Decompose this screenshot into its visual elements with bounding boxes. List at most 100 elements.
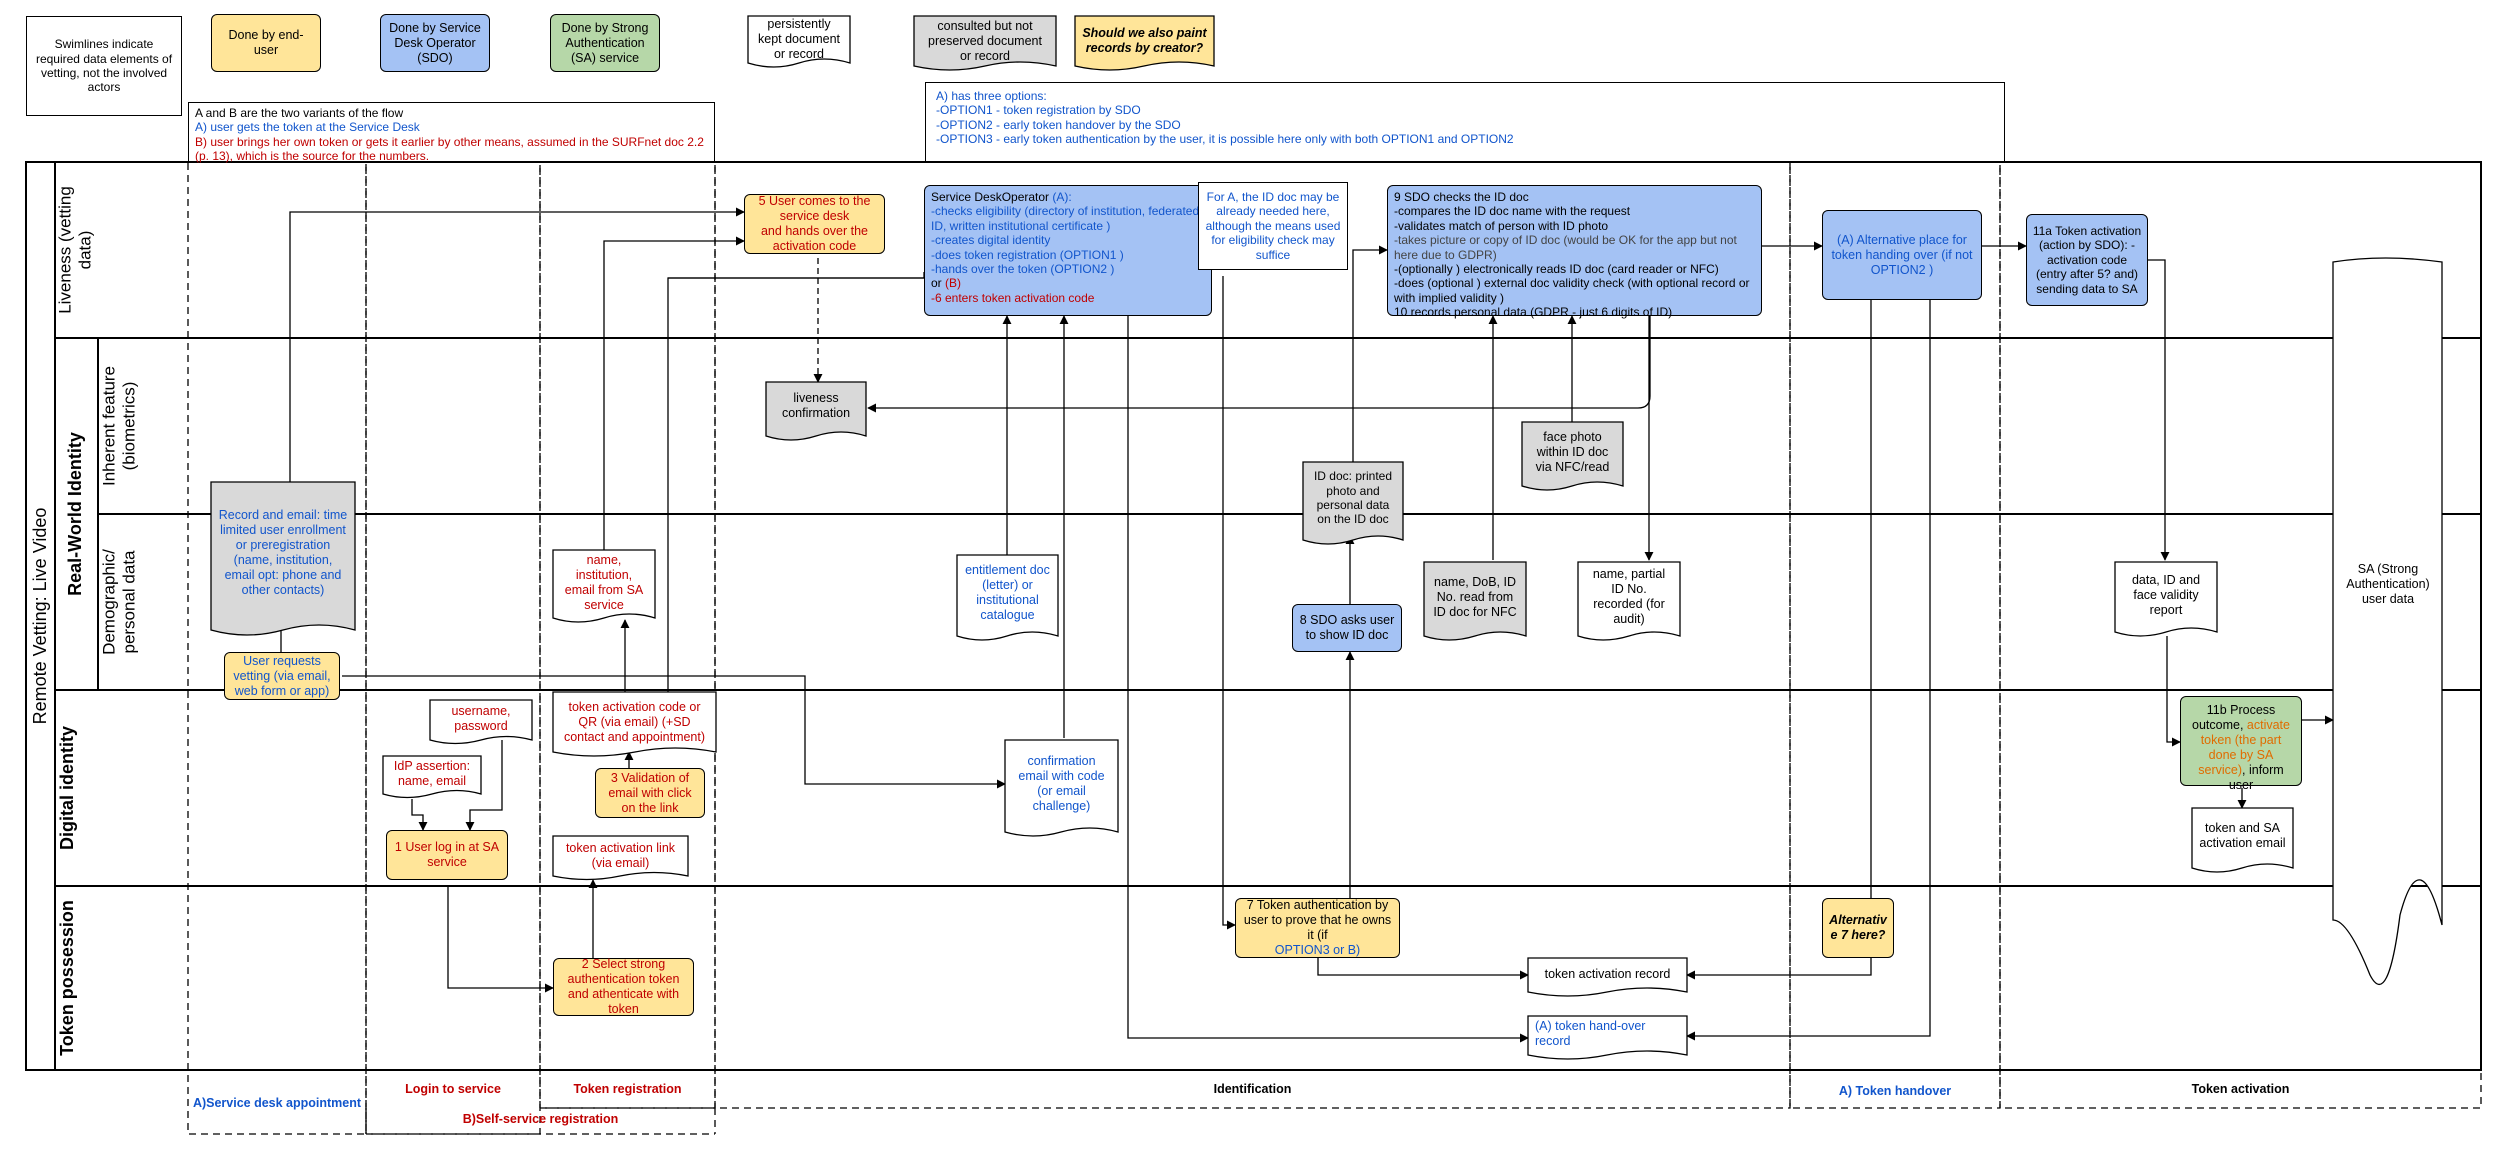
user-requests-vetting: User requests vetting (via email, web fo…	[224, 652, 340, 700]
idp-shape	[382, 755, 482, 799]
step11b-part-a: 11b Process outcome,	[2192, 703, 2276, 732]
for-a-note: For A, the ID doc may be already needed …	[1198, 182, 1348, 270]
face-photo: face photo within ID doc via NFC/read	[1535, 429, 1610, 474]
sdo-line-4: -hands over the token (OPTION2 )	[931, 261, 1115, 276]
phase-token-activation: Token activation	[2191, 1082, 2290, 1096]
sdo-step9-checks: 9 SDO checks the ID doc -compares the ID…	[1387, 185, 1762, 320]
legend-swimlanes-note: Swimlines indicate required data element…	[26, 16, 182, 116]
phase-self-service: B)Self-service registration	[462, 1112, 619, 1126]
token-sa-activation-email: token and SA activation email	[2199, 821, 2286, 850]
step7-part-b: OPTION3 or B)	[1274, 943, 1361, 957]
step1-login: 1 User log in at SA service	[386, 830, 508, 880]
legend-should: Should we also paint records by creator?	[1082, 26, 1207, 55]
sdo9-line-6: -does (optional ) external doc validity …	[1394, 276, 1750, 305]
sdo9-line-5: -(optionally ) electronically reads ID d…	[1394, 261, 1719, 276]
connectors	[276, 207, 2334, 1043]
document-shapes	[210, 381, 2294, 1060]
lane-token-label: Token possession	[57, 900, 78, 1056]
name-partial-shape	[1577, 561, 1681, 641]
liveness-shape	[765, 381, 867, 441]
arrow-sdo-to-step7	[1222, 276, 1236, 930]
step7-token-auth: 7 Token authentication by user to prove …	[1235, 898, 1400, 958]
entitlement-shape	[956, 554, 1059, 641]
lane-liveness-label: Liveness (vetting data)	[55, 186, 95, 314]
phase-identification: Identification	[1213, 1082, 1292, 1096]
name-dob-shape	[1423, 561, 1527, 641]
step11a-token-activation: 11a Token activation (action by SDO): -a…	[2026, 214, 2148, 306]
phase-login: Login to service	[405, 1082, 501, 1096]
arrow-name-to-step5	[603, 236, 745, 552]
handover-record-shape	[1527, 1015, 1688, 1060]
confirmation-shape	[1004, 739, 1119, 837]
legend-sdo: Done by Service Desk Operator (SDO)	[380, 14, 490, 72]
lane-inherent-label: Inherent feature (biometrics)	[99, 365, 139, 487]
qr-shape	[552, 691, 717, 757]
step2-select-token: 2 Select strong authentication token and…	[553, 957, 694, 1016]
options-note: A) has three options: -OPTION1 - token r…	[925, 82, 2005, 162]
arrow-qr-to-step5	[667, 272, 925, 692]
lane-digital-label: Digital identity	[57, 725, 78, 851]
variants-title: A and B are the two variants of the flow	[195, 106, 404, 120]
step11b-part-c: , inform user	[2228, 763, 2284, 792]
sdo-line-3: -does token registration (OPTION1 )	[931, 247, 1124, 262]
arrow-alt-to-handover	[1686, 300, 1931, 1041]
sdo-line-2: -creates digital identity	[931, 233, 1051, 248]
sdo-line-5: -6 enters token activation code	[931, 290, 1095, 305]
phase-token-registration: Token registration	[573, 1082, 682, 1096]
sdo-title: Service DeskOperator	[931, 190, 1050, 204]
report-shape	[2114, 561, 2218, 637]
step3-validation: 3 Validation of email with click on the …	[595, 768, 705, 818]
legend-sa: Done by Strong Authentication (SA) servi…	[550, 14, 660, 72]
sa-user-data-shape	[2332, 257, 2443, 986]
arrow-idp-to-login	[411, 799, 428, 831]
lane-demographic-label: Demographic/ personal data	[99, 549, 139, 655]
face-photo-shape	[1521, 421, 1624, 491]
sdo9-line-3: -validates match of person with ID photo	[1394, 218, 1609, 233]
arrow-report-to-11b	[2166, 636, 2181, 747]
arrow-step7-to-tokenrec	[1317, 958, 1529, 980]
step11b-part-b: activate token (the part done by SA serv…	[2198, 718, 2290, 777]
arrow-username-to-login	[465, 740, 503, 831]
token-activation-record: token activation record	[1544, 966, 1671, 981]
arrow-record-to-step5	[289, 207, 745, 482]
sdo-service-desk-operator: Service DeskOperator (A): -checks eligib…	[924, 185, 1212, 316]
id-doc-shape	[1302, 461, 1404, 545]
sdo9-line-7: 10 records personal data (GDPR - just 6 …	[1394, 305, 1673, 320]
legend-kept: persistently kept document or record	[758, 16, 840, 61]
sdo9-line-1: 9 SDO checks the ID doc	[1394, 190, 1529, 204]
lane-outer-label: Remote Vetting: Live Video	[30, 507, 51, 725]
sdo-or-line: or (B)	[931, 276, 961, 290]
data-validity-report: data, ID and face validity report	[2131, 572, 2201, 617]
liveness-confirmation: liveness confirmation	[781, 391, 851, 420]
alternative-7: Alternativ e 7 here?	[1822, 898, 1894, 958]
sdo-or: or	[931, 276, 942, 291]
arrow-iddoc-to-sdo9	[1352, 245, 1388, 464]
token-activation-code-qr: token activation code or QR (via email) …	[563, 699, 706, 744]
phase-columns	[187, 161, 2482, 1135]
record-email: Record and email: time limited user enro…	[218, 508, 348, 597]
arrow-11a-to-report	[2148, 259, 2170, 561]
token-handover-record: (A) token hand-over record	[1535, 1019, 1646, 1048]
main-frame	[25, 161, 2482, 1071]
step5-service-desk: 5 User comes to the service desk and han…	[744, 194, 885, 254]
name-inst-shape	[552, 549, 656, 623]
id-doc: ID doc: printed photo and personal data …	[1313, 469, 1393, 527]
link-shape	[552, 835, 689, 881]
arrow-alt7-to-tokenrec	[1686, 958, 1872, 980]
step5-part-a: 5 User comes to the service desk	[758, 194, 871, 223]
lane-real-world-label: Real-World Identity	[65, 432, 86, 596]
username-password: username, password	[451, 704, 511, 733]
sdo-b: (B)	[945, 276, 962, 291]
variant-b: B) user brings her own token or gets it …	[195, 134, 704, 164]
idp-assertion: IdP assertion: name, email	[393, 759, 471, 788]
variants-note: A and B are the two variants of the flow…	[188, 102, 715, 164]
entitlement-doc: entitlement doc (letter) or institutiona…	[965, 563, 1050, 622]
legend-consulted-shape	[913, 15, 1057, 71]
confirmation-email: confirmation email with code (or email c…	[1018, 754, 1105, 813]
legend-kept-shape	[747, 15, 851, 68]
legend-consulted: consulted but not preserved document or …	[928, 18, 1042, 63]
variant-a: A) user gets the token at the Service De…	[195, 120, 420, 135]
sdo9-line-4: -takes picture or copy of ID doc (would …	[1394, 233, 1737, 262]
name-partial-id: name, partial ID No. recorded (for audit…	[1592, 567, 1666, 626]
